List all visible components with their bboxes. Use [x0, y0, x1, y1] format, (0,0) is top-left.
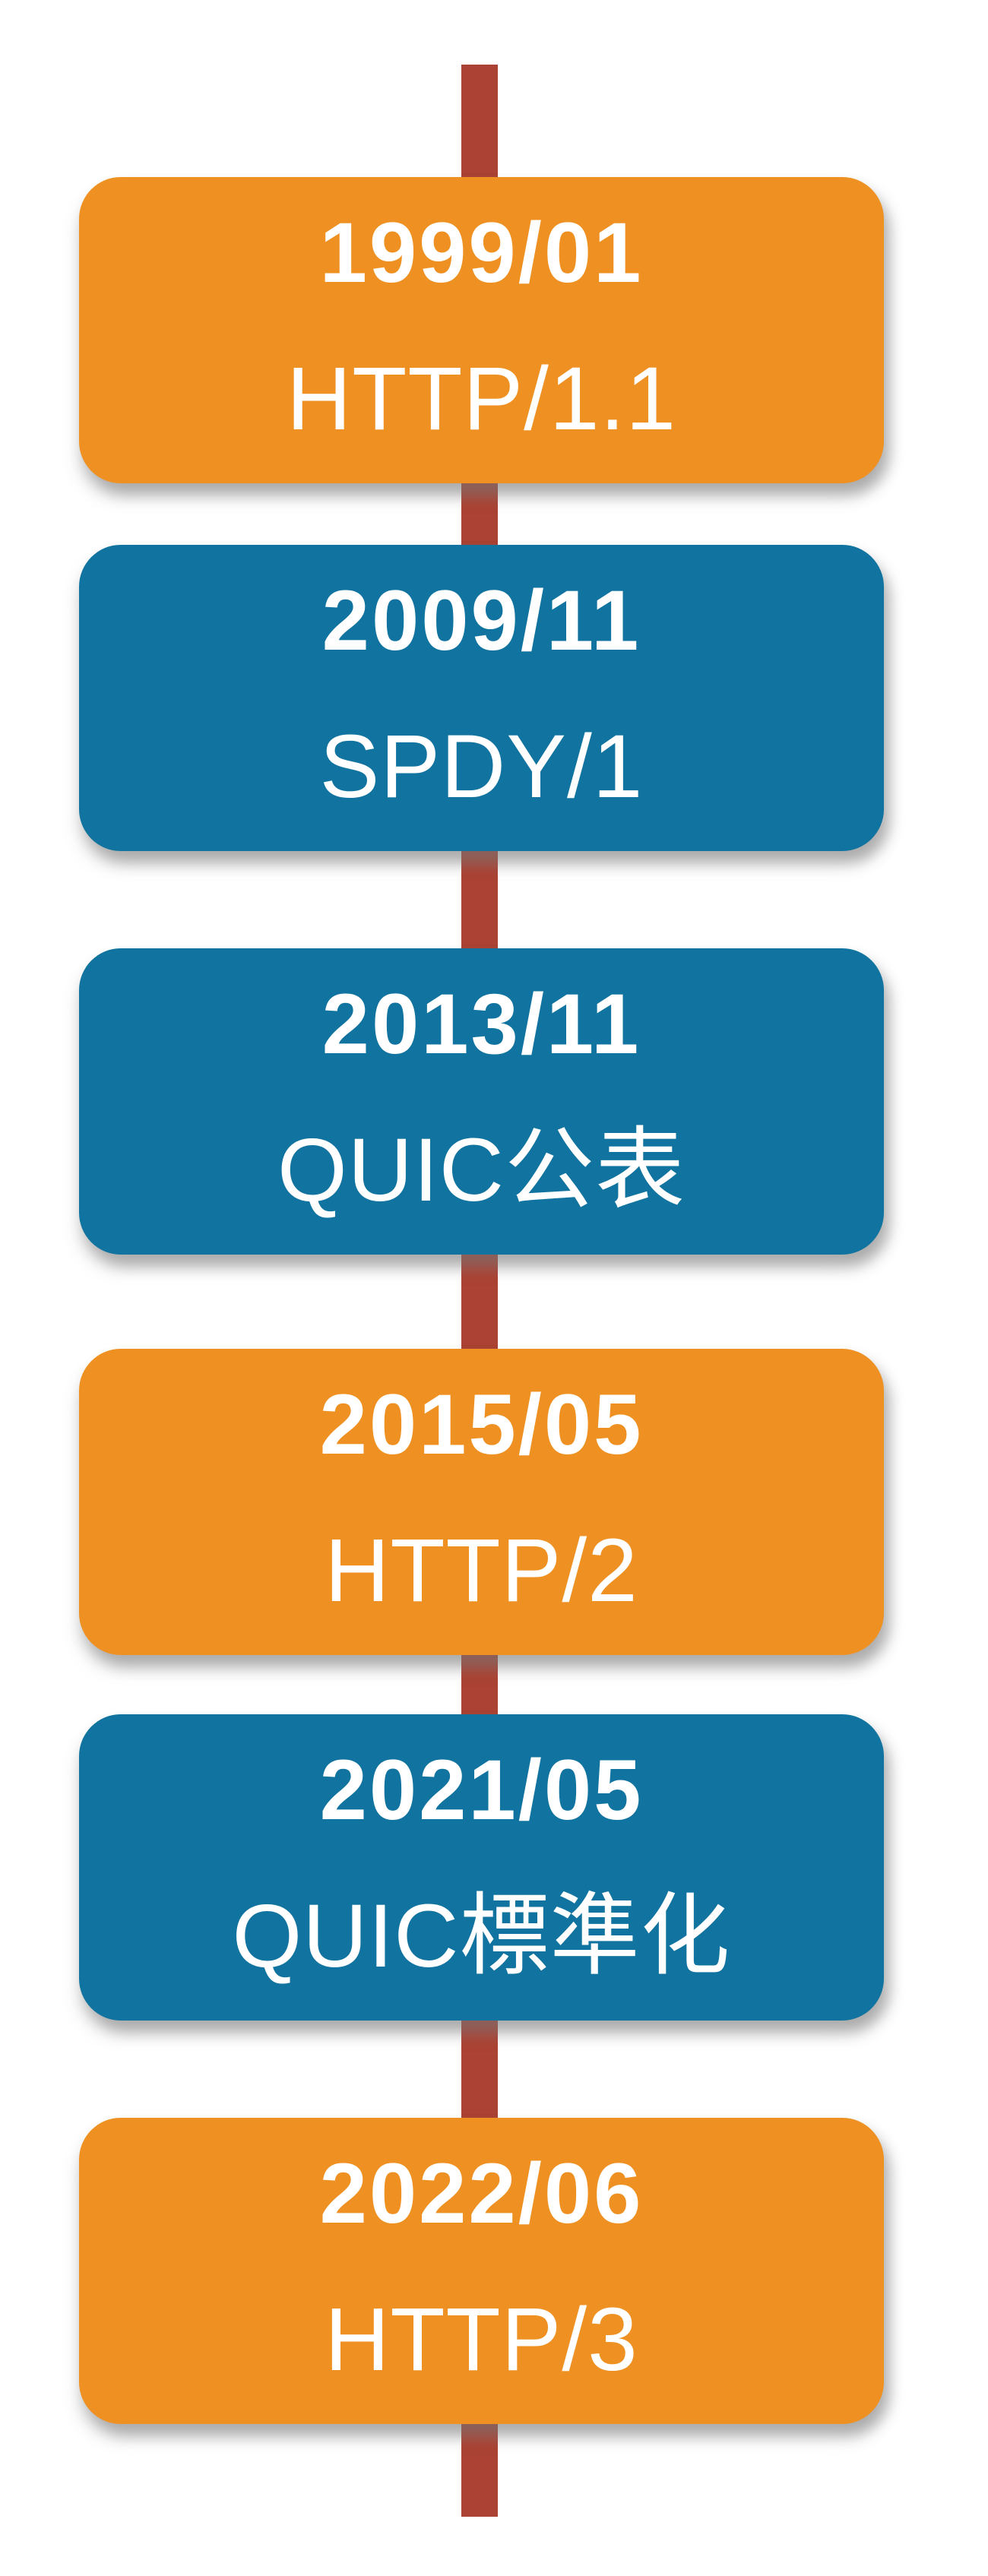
- timeline-card: 2009/11 SPDY/1: [79, 545, 884, 851]
- timeline-event-name: QUIC標準化: [232, 1886, 731, 1986]
- timeline-event-name: SPDY/1: [319, 717, 644, 817]
- timeline-card: 2015/05 HTTP/2: [79, 1349, 884, 1655]
- timeline-date: 2013/11: [321, 976, 641, 1071]
- timeline-card: 2021/05 QUIC標準化: [79, 1714, 884, 2021]
- timeline-event-name: HTTP/1.1: [287, 349, 676, 449]
- timeline-card: 2022/06 HTTP/3: [79, 2118, 884, 2424]
- timeline-date: 2022/06: [319, 2146, 644, 2241]
- timeline-date: 2015/05: [319, 1377, 644, 1472]
- timeline-event-name: HTTP/3: [325, 2290, 638, 2390]
- timeline-card: 1999/01 HTTP/1.1: [79, 177, 884, 483]
- timeline-event-name: HTTP/2: [325, 1521, 638, 1621]
- timeline-card: 2013/11 QUIC公表: [79, 948, 884, 1255]
- timeline-date: 1999/01: [319, 205, 644, 300]
- timeline-date: 2021/05: [319, 1742, 644, 1837]
- timeline-date: 2009/11: [321, 573, 641, 668]
- timeline-event-name: QUIC公表: [277, 1120, 686, 1220]
